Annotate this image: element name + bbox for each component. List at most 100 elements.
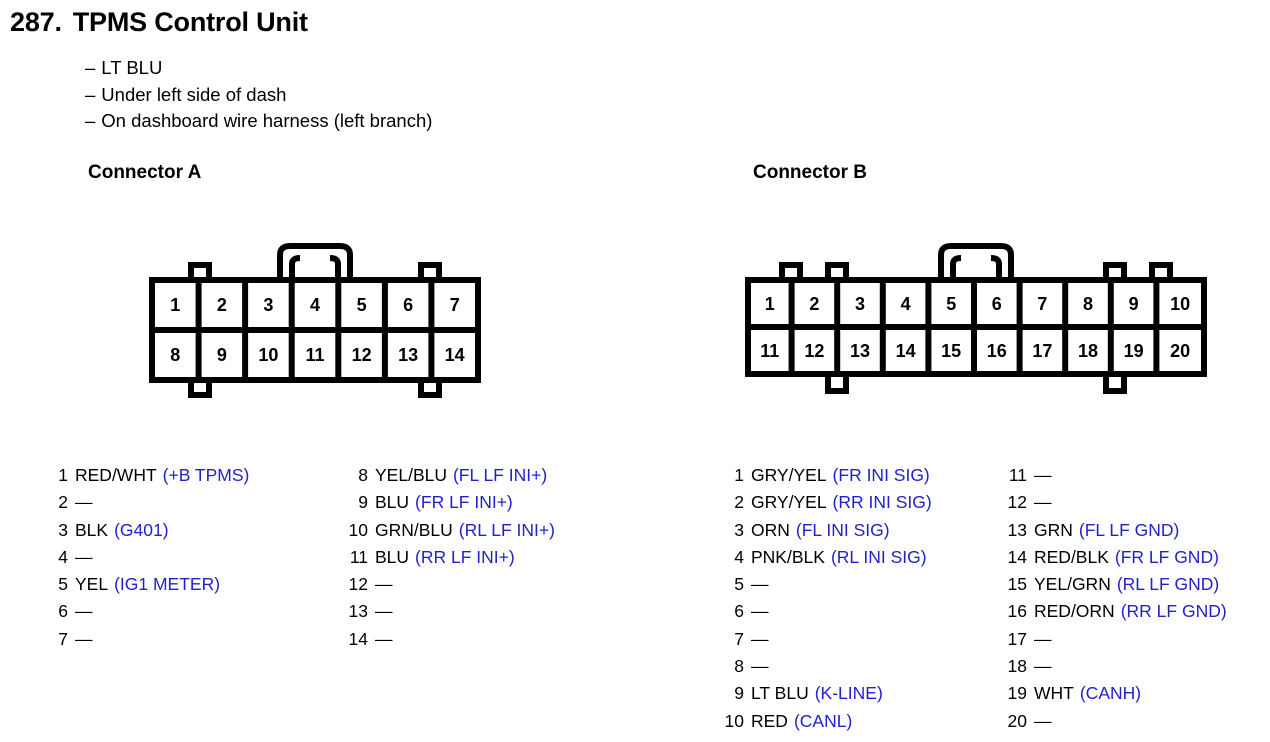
connector-a-pin-label: 3 (263, 295, 273, 315)
connector-a-pin-number: 6 (58, 601, 68, 622)
note-text: Under left side of dash (101, 83, 287, 105)
connector-b-pin-number: 15 (1007, 574, 1027, 595)
note-item: –On dashboard wire harness (left branch) (85, 108, 432, 135)
connector-a-pin-number: 3 (58, 519, 68, 540)
connector-a-pin-wire-color: GRN/BLU (375, 519, 453, 540)
connector-b-tab-top-1 (779, 262, 803, 280)
connector-b-pin-label: 3 (855, 294, 865, 314)
connector-b-diagram: 1 2 3 4 5 6 7 8 9 10 11 12 13 14 15 16 1… (736, 238, 1216, 398)
connector-b-pin-row: 18— (1005, 653, 1227, 680)
connector-a-pin-number: 14 (348, 628, 368, 649)
connector-a-pin-wire-color: BLU (375, 546, 410, 567)
page-title: 287.TPMS Control Unit (10, 7, 308, 38)
connector-b-pin-function: (K-LINE) (814, 683, 883, 704)
connector-b-pin-row: 15 YEL/GRN(RL LF GND) (1005, 571, 1227, 598)
connector-a-pin-row: 4— (56, 544, 249, 571)
connector-b-pin-label: 17 (1032, 341, 1052, 361)
connector-a-pin-empty-dash: — (375, 574, 393, 595)
page-title-number: 287. (10, 7, 62, 37)
connector-a-pin-numbers: 1 2 3 4 5 6 7 8 9 10 11 12 13 14 (170, 295, 464, 365)
connector-a-pin-label: 8 (170, 345, 180, 365)
connector-a-pin-row: 5 YEL(IG1 METER) (56, 571, 249, 598)
connector-b-pin-label: 1 (765, 294, 775, 314)
connector-a-pin-number: 5 (58, 574, 68, 595)
connector-b-pin-label: 15 (941, 341, 961, 361)
connector-a-pin-number: 9 (358, 492, 368, 513)
connector-b-pin-wire-color: WHT (1034, 683, 1074, 704)
connector-b-pin-wire-color: GRY/YEL (751, 492, 827, 513)
connector-b-pin-function: (FL INI SIG) (795, 519, 890, 540)
connector-b-pin-row: 5— (722, 571, 932, 598)
connector-a-pin-label: 4 (310, 295, 320, 315)
connector-a-pin-empty-dash: — (75, 492, 93, 513)
connector-b-pin-row: 11— (1005, 462, 1227, 489)
connector-a-pin-label: 12 (352, 345, 372, 365)
connector-b-pin-function: (FL LF GND) (1078, 519, 1180, 540)
connector-a-pin-number: 10 (348, 519, 368, 540)
connector-b-pin-label: 20 (1170, 341, 1190, 361)
connector-b-pin-number: 7 (734, 628, 744, 649)
connector-b-pin-number: 13 (1007, 519, 1027, 540)
connector-a-pin-empty-dash: — (375, 601, 393, 622)
connector-a-pin-row: 3 BLK(G401) (56, 517, 249, 544)
note-list: –LT BLU –Under left side of dash –On das… (85, 55, 432, 135)
connector-a-heading: Connector A (88, 162, 202, 183)
connector-b-pin-wire-color: ORN (751, 519, 790, 540)
connector-a-latch-inner-right (329, 255, 341, 280)
note-text: On dashboard wire harness (left branch) (101, 110, 433, 131)
connector-b-pin-number: 5 (734, 574, 744, 595)
note-text: LT BLU (101, 57, 163, 78)
connector-a-pin-number: 12 (348, 574, 368, 595)
connector-b-pin-wire-color: YEL/GRN (1034, 574, 1111, 595)
connector-a-pin-function: (IG1 METER) (114, 574, 221, 595)
connector-a-pin-label: 7 (450, 295, 460, 315)
connector-b-tab-bottom-right (1103, 374, 1127, 394)
connector-a-pin-wire-color: YEL (75, 574, 109, 595)
connector-b-pin-label: 14 (896, 341, 916, 361)
connector-b-pin-label: 12 (804, 341, 824, 361)
connector-b-pin-function: (RR LF GND) (1120, 601, 1227, 622)
connector-a-pin-row: 12 — (346, 571, 555, 598)
connector-b-pin-function: (FR INI SIG) (832, 465, 930, 485)
connector-a-pin-row: 13 — (346, 598, 555, 625)
connector-b-pin-number: 4 (734, 546, 744, 567)
connector-a-pin-empty-dash: — (75, 628, 93, 649)
connector-b-pin-empty-dash: — (1034, 465, 1052, 485)
connector-b-pin-empty-dash: — (1034, 656, 1052, 677)
connector-a-pin-number: 13 (348, 601, 368, 622)
connector-a-pin-label: 14 (445, 345, 465, 365)
connector-a-pin-function: (G401) (114, 519, 169, 540)
connector-b-latch (938, 243, 1014, 280)
connector-a-tab-top-right (418, 262, 442, 280)
connector-b-pin-row: 6— (722, 598, 932, 625)
connector-a-pin-wire-color: BLU (375, 492, 410, 513)
connector-a-pin-row: 6— (56, 598, 249, 625)
connector-a-pin-number: 4 (58, 546, 68, 567)
connector-a-pin-wire-color: BLK (75, 519, 109, 540)
connector-a-pin-label: 9 (217, 345, 227, 365)
connector-a-tab-top-left (188, 262, 212, 280)
connector-b-pin-label: 5 (946, 294, 956, 314)
connector-b-pin-label: 18 (1078, 341, 1098, 361)
connector-b-pin-label: 4 (901, 294, 911, 314)
connector-b-pin-number: 3 (734, 519, 744, 540)
connector-b-pin-function: (RL LF GND) (1116, 574, 1220, 595)
connector-b-pin-empty-dash: — (1034, 492, 1052, 513)
connector-b-pin-row: 17— (1005, 626, 1227, 653)
connector-b-pin-number: 20 (1007, 710, 1027, 731)
connector-a-svg: 1 2 3 4 5 6 7 8 9 10 11 12 13 14 (149, 243, 481, 398)
connector-b-pin-number: 17 (1007, 628, 1027, 649)
connector-b-pin-wire-color: RED/ORN (1034, 601, 1115, 622)
connector-b-pin-label: 2 (809, 294, 819, 314)
connector-b-pin-function: (CANH) (1079, 683, 1142, 704)
